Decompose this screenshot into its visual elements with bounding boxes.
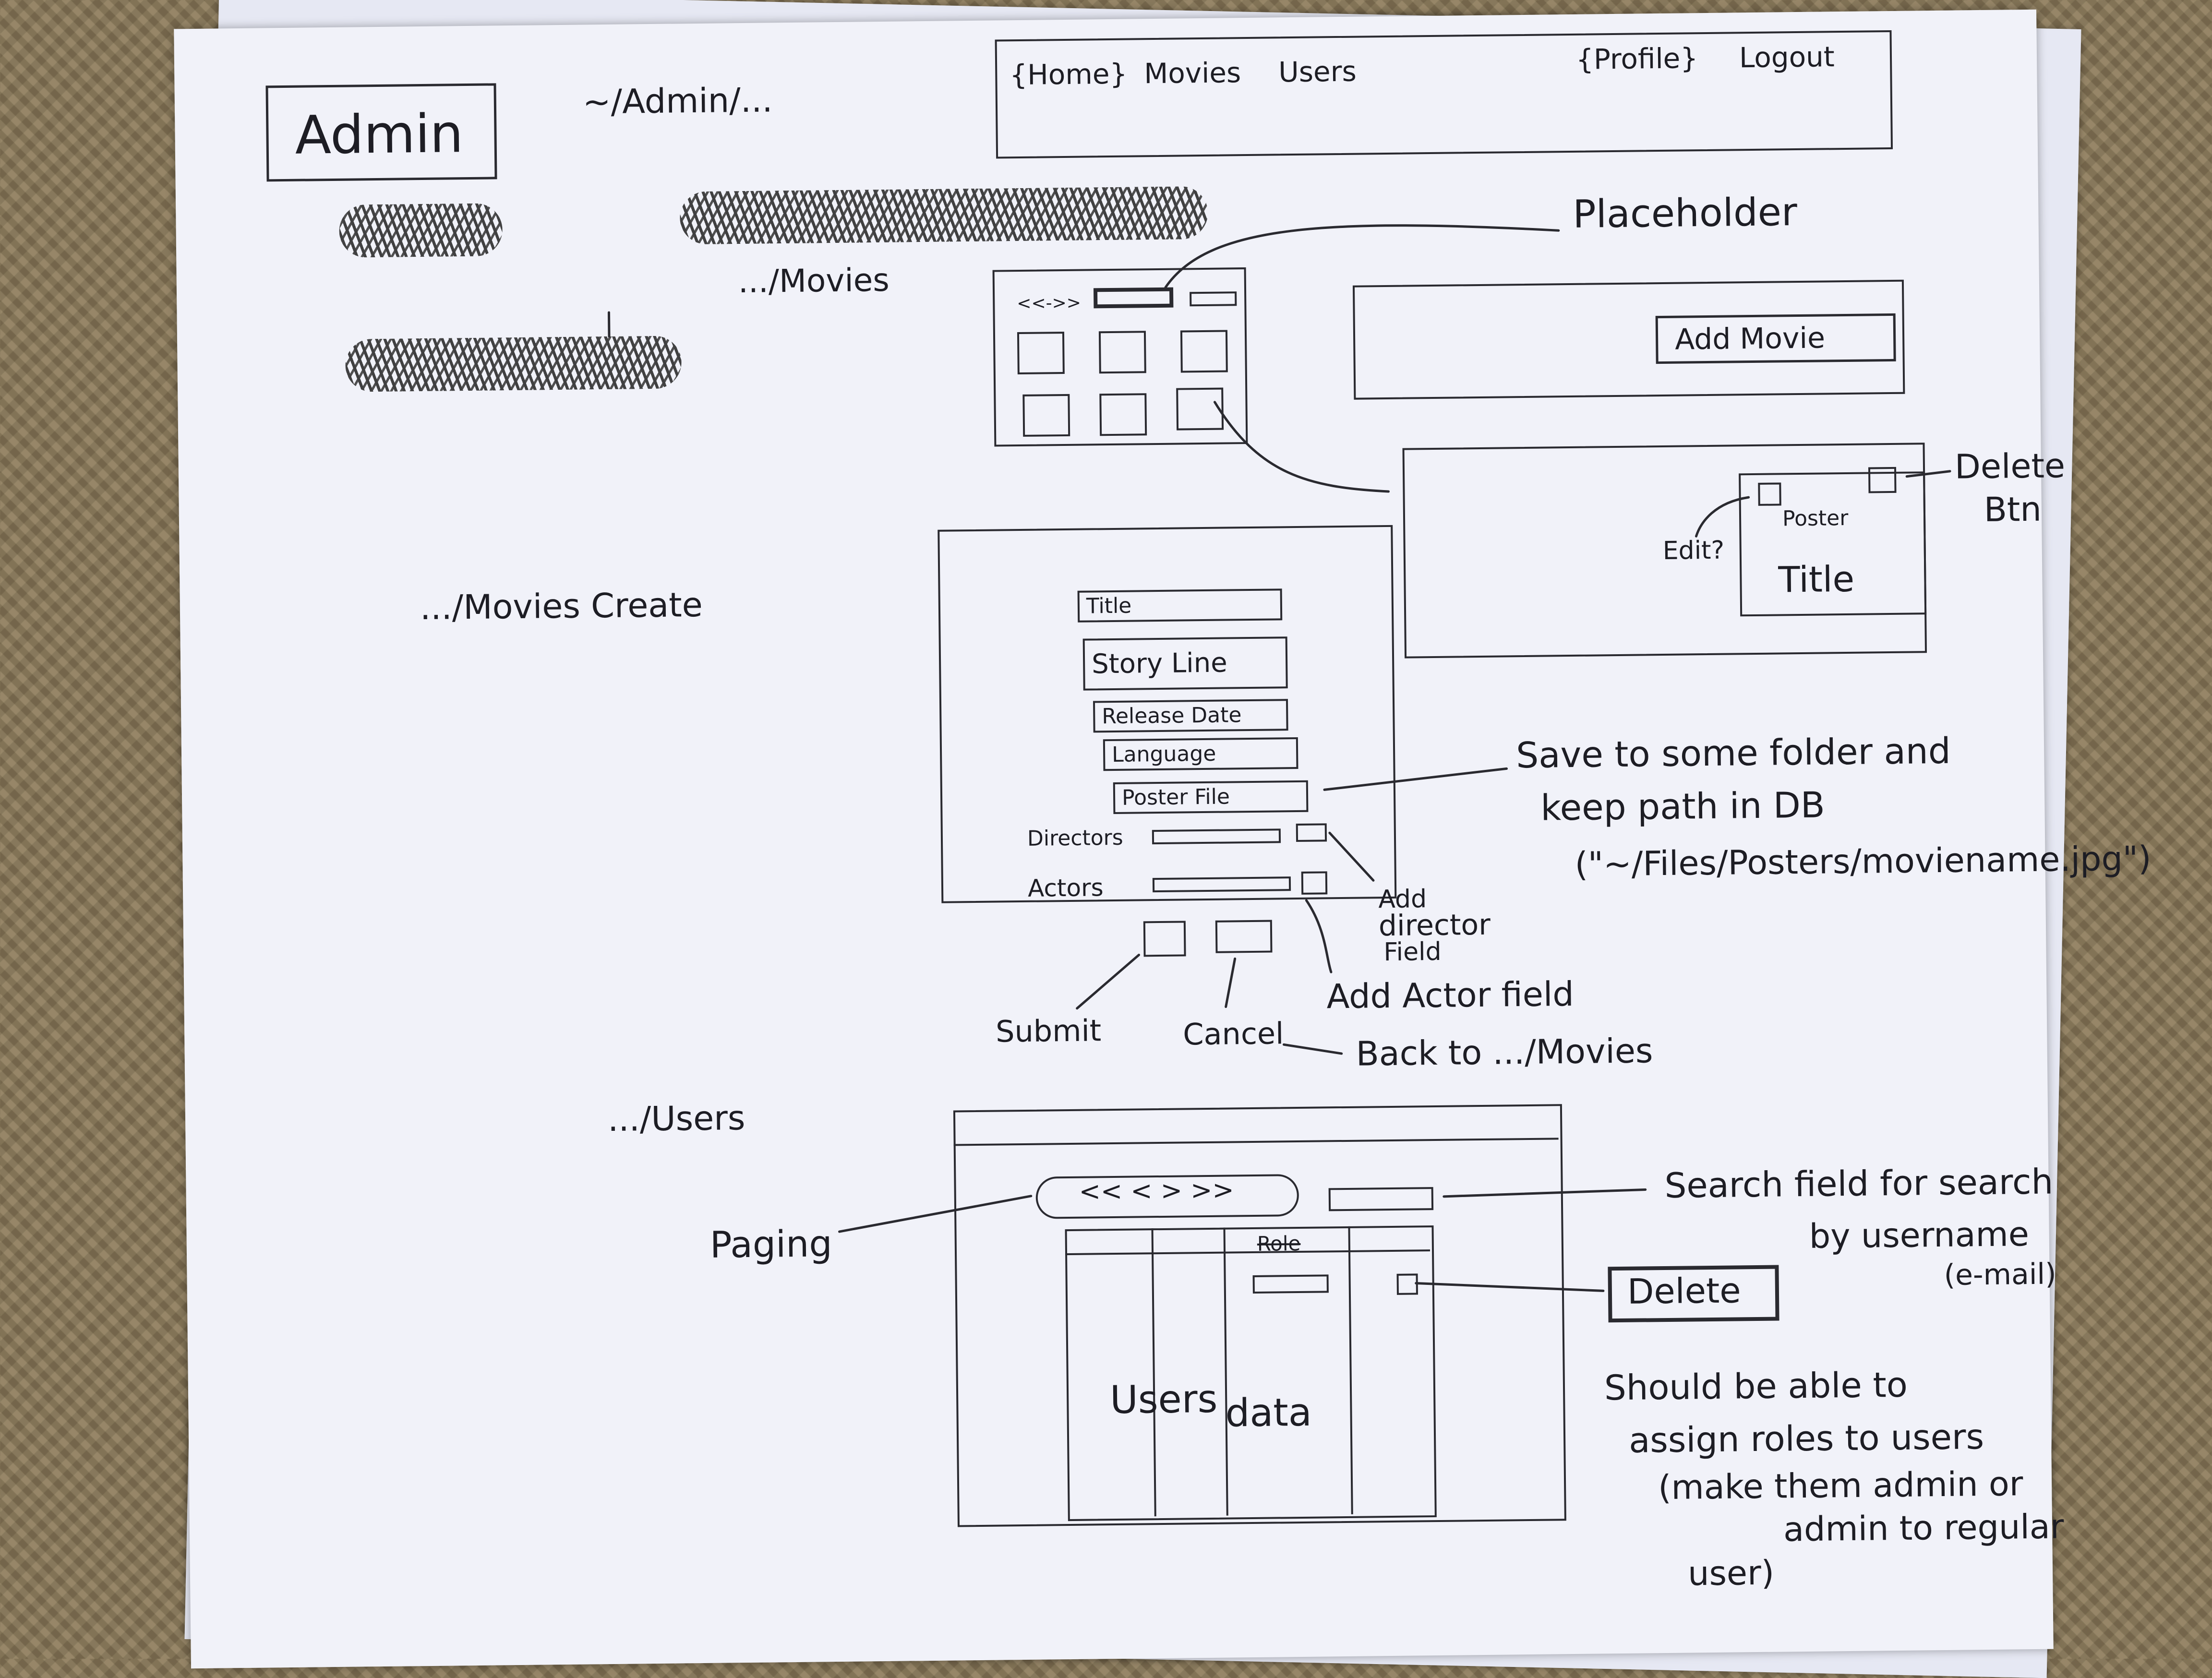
paging-arrow — [838, 1195, 1033, 1233]
annotation-arrows — [607, 224, 1951, 1292]
add-actor-arrow — [1305, 899, 1333, 973]
paper-sheet: Admin ~/Admin/... {Home} Movies Users {P… — [174, 9, 2152, 1669]
edit-arrow — [1695, 496, 1750, 538]
card-detail-arrow — [1213, 401, 1390, 493]
cancel-arrow — [1225, 957, 1237, 1008]
submit-arrow — [1076, 953, 1141, 1010]
add-director-arrow — [1328, 831, 1375, 882]
search-arrow — [1443, 1188, 1647, 1198]
back-arrow — [1283, 1043, 1343, 1055]
delete-arrow — [1415, 1282, 1605, 1292]
delete-btn-arrow — [1905, 470, 1951, 478]
save-note-arrow — [1323, 767, 1508, 791]
placeholder-arrow — [1164, 224, 1560, 289]
